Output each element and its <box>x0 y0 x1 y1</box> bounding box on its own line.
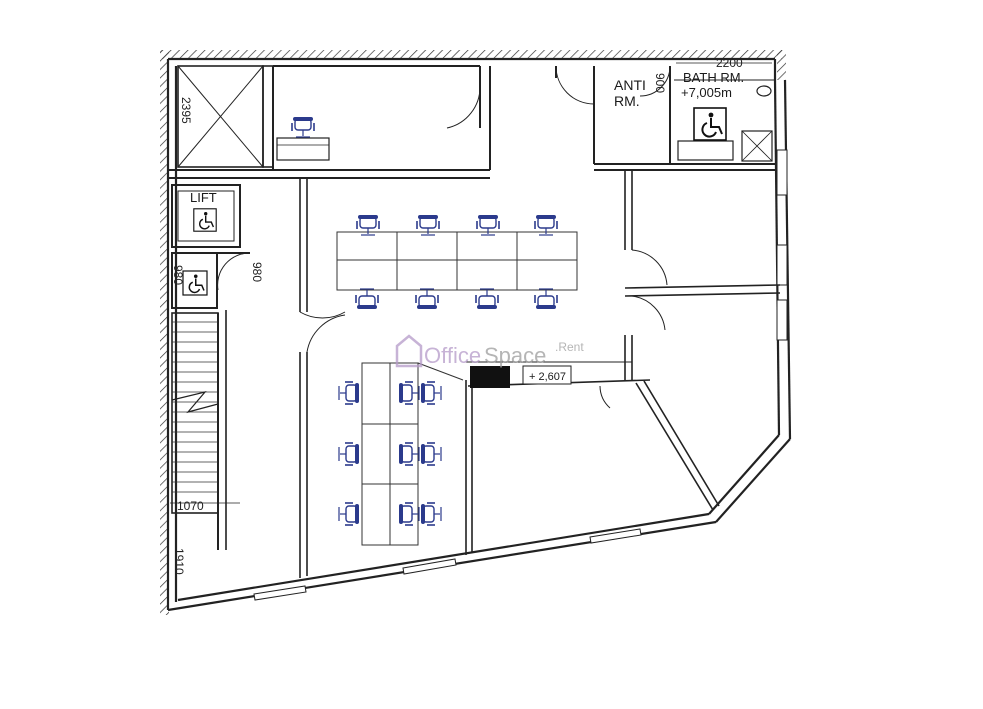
lift-accessible-icon <box>193 208 217 232</box>
top-office-room <box>169 65 491 179</box>
dim-bath-door: 900 <box>653 73 667 93</box>
bath-room-label: BATH RM. <box>683 70 744 85</box>
anti-room-label-1: ANTI <box>614 77 646 93</box>
dim-stair-bottom: 1910 <box>172 548 186 575</box>
desk-chair <box>355 288 379 310</box>
dim-lift-door: 980 <box>171 265 185 285</box>
dim-stair: 1070 <box>177 499 204 513</box>
dim-wc-door: 980 <box>250 262 264 282</box>
dim-shaft: 2395 <box>179 97 193 124</box>
desk-chair <box>338 502 360 526</box>
desk-chair <box>420 381 442 405</box>
staircase <box>171 310 227 550</box>
desk-chair <box>420 442 442 466</box>
level-marker: + 2,607 <box>522 365 572 385</box>
desk-chair <box>338 381 360 405</box>
anti-room-label-2: RM. <box>614 93 640 109</box>
desk-chair <box>398 442 420 466</box>
shaft-top-left <box>177 65 274 168</box>
workstation-cluster-north <box>336 231 578 291</box>
desk-chair <box>420 502 442 526</box>
desk-chair <box>475 288 499 310</box>
wc-accessible-icon <box>182 270 208 296</box>
watermark-space: Space <box>484 343 546 368</box>
stair-treads <box>171 321 219 493</box>
desk-chair <box>338 442 360 466</box>
office-chair <box>291 116 315 138</box>
lift-cabin <box>171 184 241 248</box>
accessible-bathroom-icon <box>693 107 727 141</box>
desk-chair <box>398 502 420 526</box>
watermark-office: Office <box>424 343 481 368</box>
exterior-wall-hatching <box>160 50 786 615</box>
desk-chair <box>415 288 439 310</box>
house-logo-icon <box>395 334 423 368</box>
level-marker-text: + 2,607 <box>529 371 566 383</box>
lift-label: LIFT <box>190 190 217 205</box>
watermark-rent: .Rent <box>555 340 584 354</box>
facade-windows <box>253 149 788 601</box>
stair-break-line <box>171 390 219 414</box>
accessible-wc <box>171 252 251 309</box>
structural-column <box>470 366 510 388</box>
bathroom-block <box>555 65 775 171</box>
desk-chair <box>398 381 420 405</box>
bath-level-label: +7,005m <box>681 85 732 100</box>
officespace-watermark: Office Space .Rent <box>395 334 584 368</box>
outer-walls <box>166 57 792 612</box>
desk-chair <box>534 288 558 310</box>
